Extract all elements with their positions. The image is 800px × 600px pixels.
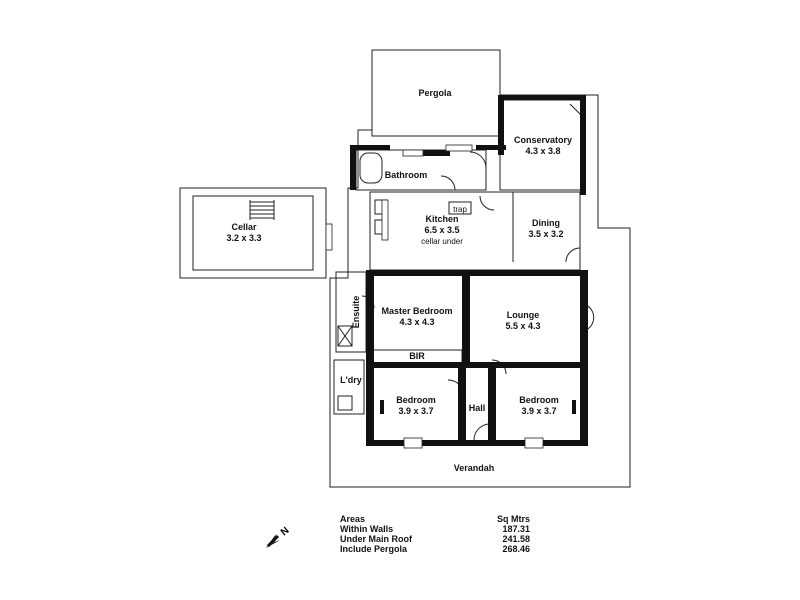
cellar-stair xyxy=(249,200,275,220)
cellar-size: 3.2 x 3.3 xyxy=(226,233,262,243)
areas-header-label: Areas xyxy=(340,514,366,524)
areas-row-label: Within Walls xyxy=(340,524,394,534)
lounge-size: 5.5 x 4.3 xyxy=(505,321,541,331)
bath-fixture xyxy=(359,152,383,184)
bathroom-label: Bathroom xyxy=(384,170,428,180)
conservatory-label: Conservatory xyxy=(513,135,573,145)
areas-row-value: 241.58 xyxy=(502,534,530,544)
areas-header-unit: Sq Mtrs xyxy=(496,514,530,524)
bedroom-1-size: 3.9 x 3.7 xyxy=(398,406,434,416)
bedroom-2-label: Bedroom xyxy=(519,395,559,405)
bedroom-2-size: 3.9 x 3.7 xyxy=(521,406,557,416)
conservatory-size: 4.3 x 3.8 xyxy=(525,146,561,156)
verandah-label: Verandah xyxy=(453,463,495,473)
north-label: N xyxy=(279,525,292,538)
dining-label: Dining xyxy=(532,218,560,228)
kitchen-size: 6.5 x 3.5 xyxy=(424,225,460,235)
areas-row: Under Main Roof 241.58 xyxy=(340,534,530,544)
areas-row: Within Walls 187.31 xyxy=(340,524,530,534)
areas-row-value: 268.46 xyxy=(502,544,530,554)
trap-box xyxy=(448,201,472,215)
dining-size: 3.5 x 3.2 xyxy=(528,229,564,239)
hall-label: Hall xyxy=(468,403,486,413)
ensuite-label: Ensuite xyxy=(351,295,361,329)
bir-label: BIR xyxy=(409,351,425,361)
areas-table: Areas Sq Mtrs Within Walls 187.31 Under … xyxy=(340,514,530,554)
areas-header: Areas Sq Mtrs xyxy=(340,514,530,524)
master-bedroom-label: Master Bedroom xyxy=(381,306,453,316)
kitchen-note: cellar under xyxy=(421,237,463,246)
cellar-inner xyxy=(192,195,314,271)
trap-label: trap xyxy=(453,205,467,214)
laundry-room xyxy=(333,359,365,415)
areas-row-label: Include Pergola xyxy=(340,544,408,554)
laundry-label: L'dry xyxy=(340,375,362,385)
lounge-label: Lounge xyxy=(506,310,540,320)
cellar-label: Cellar xyxy=(231,222,257,232)
pergola-label: Pergola xyxy=(418,88,452,98)
master-bedroom-size: 4.3 x 4.3 xyxy=(399,317,435,327)
areas-row: Include Pergola 268.46 xyxy=(340,544,530,554)
bedroom-1-label: Bedroom xyxy=(396,395,436,405)
areas-row-value: 187.31 xyxy=(502,524,530,534)
areas-row-label: Under Main Roof xyxy=(340,534,412,544)
laundry-tub xyxy=(337,395,353,411)
pergola-area xyxy=(371,49,501,137)
kitchen-label: Kitchen xyxy=(425,214,459,224)
north-arrow-icon: N xyxy=(266,525,292,548)
ensuite-shower xyxy=(337,325,353,347)
